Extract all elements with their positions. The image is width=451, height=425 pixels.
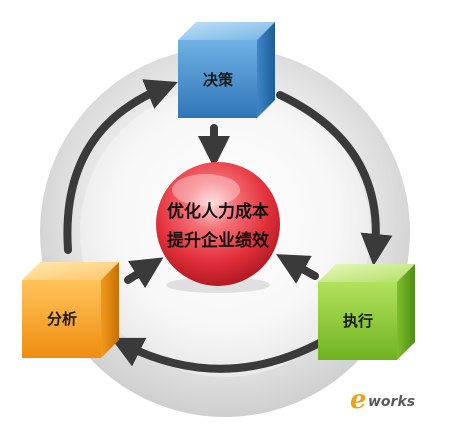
analysis-cube-top	[22, 262, 119, 280]
analysis-node: 分析	[22, 262, 119, 358]
watermark-text: works	[368, 394, 415, 410]
arrow-analysis-to-decision	[63, 79, 178, 254]
decision-cube-front	[178, 40, 257, 118]
execution-cube-front	[318, 282, 397, 360]
center-highlight	[172, 174, 240, 206]
analysis-cube-side	[101, 262, 119, 358]
analysis-label: 分析	[47, 310, 77, 328]
execution-cube-top	[318, 264, 415, 282]
execution-label: 执行	[343, 312, 373, 330]
center-label-line2: 提升企业绩效	[167, 230, 269, 251]
eworks-watermark: e works	[350, 385, 415, 415]
analysis-cube-front	[22, 280, 101, 358]
execution-cube-side	[397, 264, 415, 360]
center-node: 优化人力成本 提升企业绩效	[156, 162, 280, 293]
arrow-decision-to-execution	[276, 91, 393, 266]
watermark-e: e	[350, 385, 367, 415]
decision-node: 决策	[178, 22, 275, 118]
execution-node: 执行	[318, 264, 415, 360]
center-label-line1: 优化人力成本	[167, 201, 269, 222]
arrow-execution-to-center	[276, 254, 319, 284]
decision-cube-side	[257, 22, 275, 118]
arrow-execution-to-analysis	[110, 336, 329, 373]
arrow-analysis-to-center	[124, 257, 164, 289]
decision-cube-top	[178, 22, 275, 40]
center-sphere	[156, 162, 280, 286]
decision-label: 决策	[203, 71, 234, 89]
